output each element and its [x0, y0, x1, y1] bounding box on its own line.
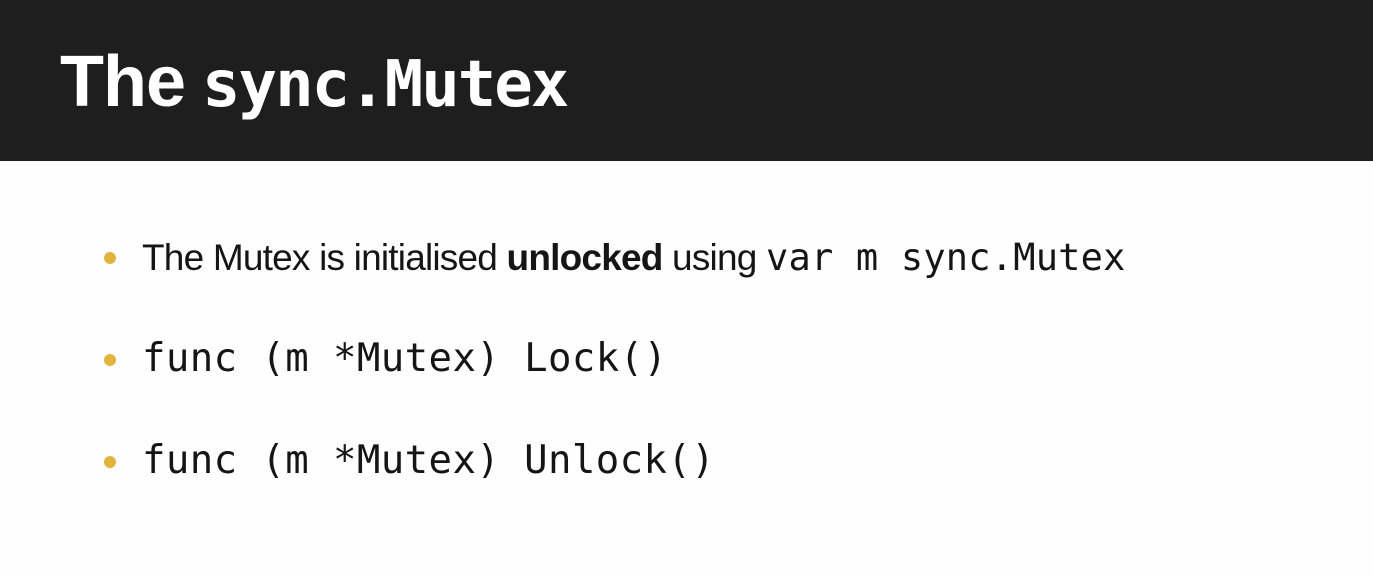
bullet-item: The Mutex is initialised unlocked using …: [0, 228, 1373, 288]
bullet-text: The Mutex is initialised unlocked using …: [142, 236, 1126, 279]
bullet-dot-icon: [104, 354, 116, 366]
slide-title: The sync.Mutex: [60, 40, 569, 127]
bullet-dot-icon: [104, 456, 116, 468]
bullet-text-before: The Mutex is initialised: [142, 237, 507, 278]
title-prefix: The: [60, 42, 186, 122]
bullet-code-lock: func (m *Mutex) Lock(): [142, 336, 668, 381]
title-code: sync.Mutex: [202, 48, 569, 122]
bullet-dot-icon: [104, 252, 116, 264]
bullet-code-unlock: func (m *Mutex) Unlock(): [142, 438, 716, 483]
bullet-bold-text: unlocked: [506, 237, 664, 278]
title-bar: The sync.Mutex: [0, 0, 1373, 161]
bullet-item: func (m *Mutex) Lock(): [0, 330, 1373, 390]
bullet-item: func (m *Mutex) Unlock(): [0, 432, 1373, 492]
bullet-inline-code: var m sync.Mutex: [766, 236, 1126, 279]
bullet-text-after: using: [662, 237, 766, 278]
